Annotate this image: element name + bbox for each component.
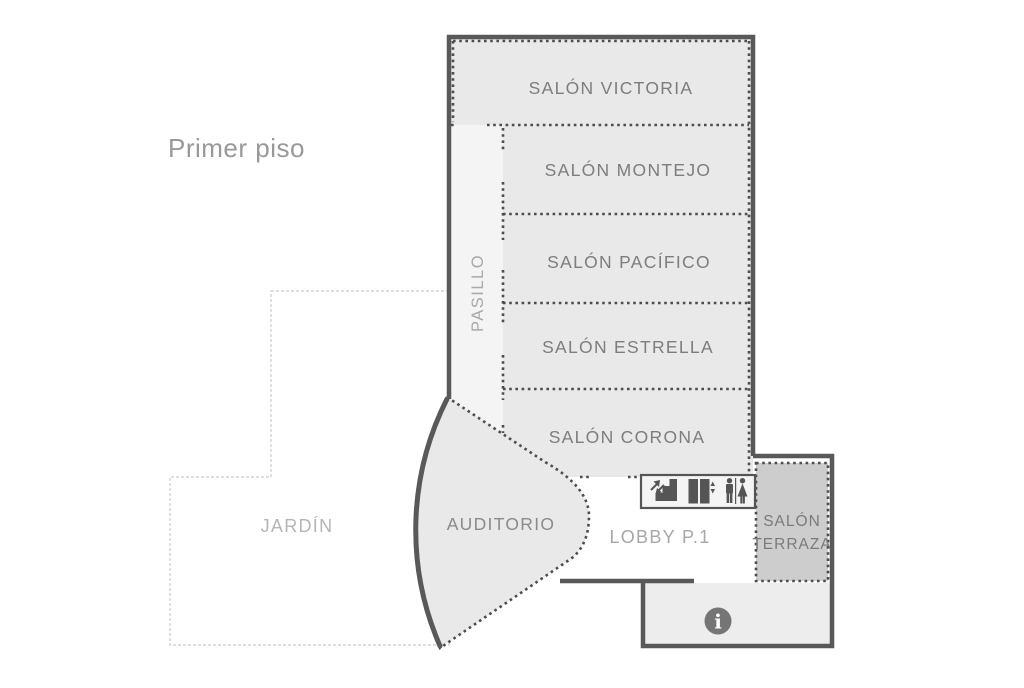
room-label-terraza-line1: SALÓN <box>763 513 821 530</box>
room-label-pacifico: SALÓN PACÍFICO <box>547 251 711 272</box>
auditorio-back-wall <box>413 396 450 649</box>
area-label-jardin: JARDÍN <box>261 516 334 536</box>
restroom-man-head <box>726 478 733 484</box>
area-label-auditorio: AUDITORIO <box>447 514 556 534</box>
restroom-woman-leg-right <box>742 496 745 504</box>
elevator-door-left <box>688 479 698 504</box>
area-label-pasillo: PASILLO <box>469 254 487 332</box>
info-circle <box>704 607 732 635</box>
stairs-icon <box>649 479 677 501</box>
area-pasillo <box>451 125 503 455</box>
restroom-man-leg-right <box>729 493 733 503</box>
elevator-door-right <box>700 479 710 504</box>
restroom-icon <box>726 478 748 504</box>
restroom-man-body <box>726 484 733 494</box>
elevator-icon <box>688 479 715 504</box>
stairs-arrow-up-head <box>653 480 660 487</box>
stairs-arrow-down-head <box>655 488 662 494</box>
elevator-arrow-down <box>710 489 715 494</box>
area-label-lobby: LOBBY P.1 <box>609 527 710 547</box>
elevator-arrow-up <box>710 481 715 486</box>
room-label-terraza-line2: TERRAZA <box>752 536 831 553</box>
room-salon-victoria <box>449 37 753 125</box>
stairs-steps <box>649 479 677 501</box>
room-label-estrella: SALÓN ESTRELLA <box>542 336 714 357</box>
room-salon-terraza <box>754 461 830 583</box>
area-auditorio <box>413 395 591 650</box>
info-glyph: i <box>714 610 722 634</box>
page-title: Primer piso <box>168 133 305 163</box>
info-icon: i <box>704 607 732 635</box>
entrance-hall <box>645 583 830 644</box>
restroom-man-leg-left <box>726 493 730 503</box>
room-label-montejo: SALÓN MONTEJO <box>545 159 712 180</box>
rooms-block <box>503 125 753 477</box>
restroom-divider <box>735 478 737 504</box>
restroom-woman-dress <box>737 483 748 497</box>
wall-main-outline <box>446 34 756 456</box>
dotted-walls <box>451 39 751 479</box>
restroom-woman-head <box>739 478 746 484</box>
room-label-victoria: SALÓN VICTORIA <box>529 77 694 98</box>
restroom-woman-leg-left <box>740 496 743 504</box>
wall-entrance-outline <box>640 453 835 649</box>
outer-walls <box>446 34 835 649</box>
room-label-corona: SALÓN CORONA <box>549 426 706 447</box>
